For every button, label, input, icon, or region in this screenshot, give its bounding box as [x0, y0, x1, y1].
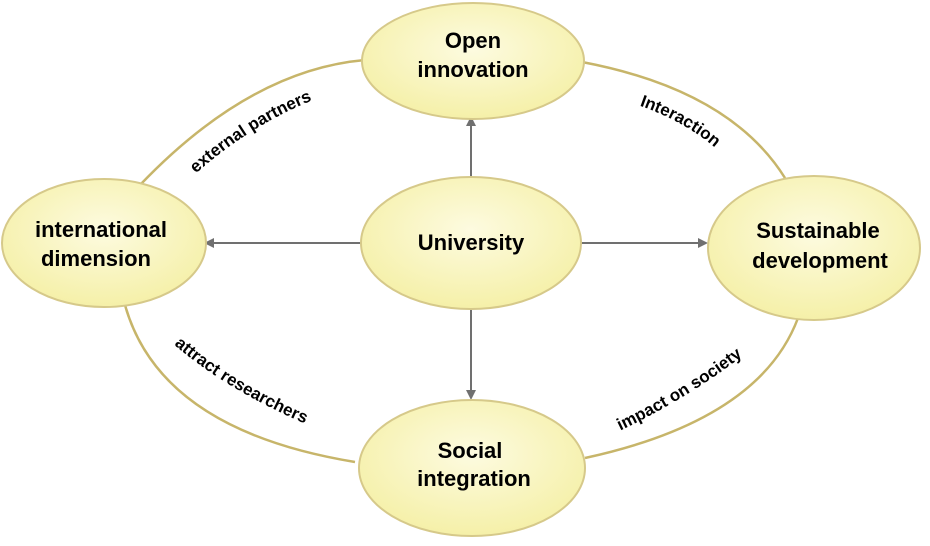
edge-label-text: Interaction — [638, 92, 724, 151]
node-sustainable-development: Sustainable development — [707, 175, 921, 321]
node-label-line: University — [418, 230, 525, 255]
node-social-integration: Social integration — [358, 399, 586, 537]
node-label-line: Social — [438, 438, 503, 463]
edge-label-interaction: Interaction — [638, 92, 724, 151]
edge-label-text: impact on society — [614, 344, 746, 435]
edge-label-attract-researchers: attract researchers — [171, 333, 310, 427]
node-label-line: innovation — [417, 57, 528, 82]
node-international-dimension: international dimension — [1, 178, 207, 308]
node-label-line: development — [752, 248, 888, 273]
node-label-line: international — [35, 217, 167, 242]
edge-label-impact-on-society: impact on society — [614, 344, 746, 435]
node-label-line: dimension — [41, 246, 151, 271]
node-open-innovation: Open innovation — [361, 2, 585, 120]
node-label-line: Sustainable — [756, 218, 879, 243]
edge-label-external-partners: external partners — [186, 86, 314, 176]
edge-label-text: external partners — [186, 86, 314, 176]
node-label-line: integration — [417, 466, 531, 491]
edge-label-text: attract researchers — [171, 333, 310, 427]
node-label-line: Open — [445, 28, 501, 53]
outer-ring — [123, 58, 800, 464]
node-university: University — [360, 176, 582, 310]
